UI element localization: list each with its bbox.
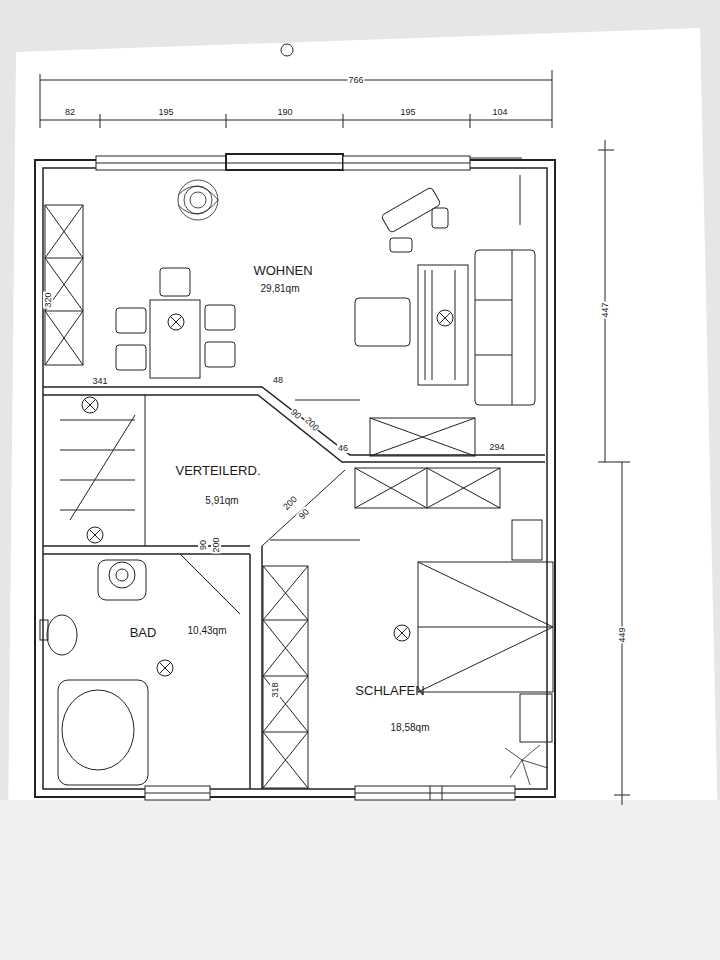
dimension-label: 195 (157, 107, 174, 117)
room-area: 18,58qm (391, 722, 430, 733)
room-area: 29,81qm (261, 283, 300, 294)
dimension-label: 46 (337, 443, 349, 453)
dimension-label: 90 (198, 539, 208, 551)
dimension-label: 294 (488, 442, 505, 452)
dimension-label: 48 (272, 375, 284, 385)
dimension-label: 766 (347, 75, 364, 85)
dimension-label: 104 (491, 107, 508, 117)
dimension-label: 447 (600, 301, 610, 318)
dimension-label: 195 (399, 107, 416, 117)
living-room: WOHNEN 29,81qm (50, 172, 540, 384)
dimension-label: 320 (43, 291, 53, 308)
dimension-label: 318 (270, 681, 280, 698)
dimension-label: 82 (64, 107, 76, 117)
dimension-label: 90 (288, 406, 304, 422)
room-name: VERTEILERD. (175, 463, 260, 478)
room-area: 5,91qm (205, 495, 238, 506)
dimension-label: 200 (302, 414, 321, 433)
dimension-label: 190 (276, 107, 293, 117)
dimension-label: 200 (211, 536, 221, 553)
room-area: 10,43qm (188, 625, 227, 636)
room-name: SCHLAFEN (355, 683, 424, 698)
bedroom: SCHLAFEN 18,58qm (312, 512, 542, 784)
dimension-label: 341 (91, 376, 108, 386)
dimension-label: 200 (280, 493, 299, 512)
bathroom: BAD 10,43qm (46, 557, 246, 785)
room-name: WOHNEN (253, 263, 312, 278)
room-name: BAD (130, 625, 157, 640)
dimension-label: 449 (617, 626, 627, 643)
dimension-label: 90 (296, 506, 312, 522)
